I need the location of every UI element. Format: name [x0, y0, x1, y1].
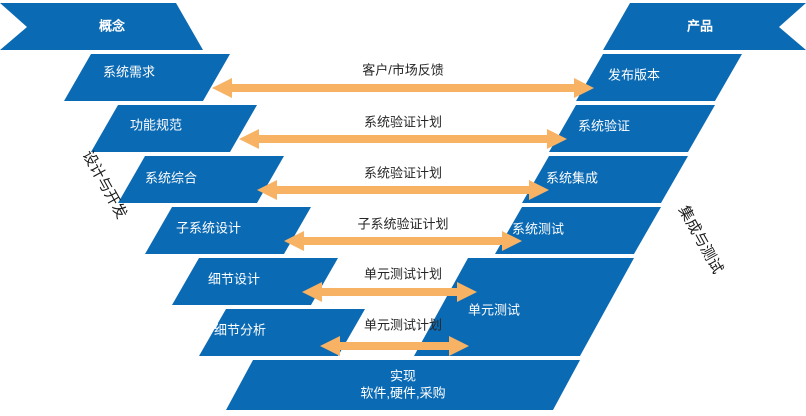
left-stage-3-label: 系统综合: [145, 170, 197, 185]
connector-arrow-4[interactable]: 子系统验证计划: [284, 216, 522, 251]
left-stage-5-shape: [172, 258, 338, 305]
bottom-implementation-band[interactable]: 实现 软件,硬件,采购: [226, 360, 580, 410]
side-label-right: 集成与测试: [675, 203, 726, 277]
right-stage-3-label: 系统集成: [546, 170, 598, 185]
right-stage-5-shape: [414, 258, 634, 356]
right-stage-2-label: 系统验证: [578, 118, 630, 133]
left-stage-2-label: 功能规范: [130, 117, 182, 132]
right-stage-1[interactable]: 发布版本: [576, 54, 742, 101]
connector-arrow-5-label: 单元测试计划: [364, 266, 442, 281]
connector-arrow-4-shape: [284, 231, 522, 251]
left-stage-3-shape: [118, 156, 284, 203]
connector-arrow-2-shape: [239, 129, 567, 149]
connector-arrow-1-shape: [212, 78, 594, 98]
connector-arrow-2-label: 系统验证计划: [364, 114, 442, 129]
connector-arrow-5[interactable]: 单元测试计划: [302, 266, 477, 302]
side-label-left: 设计与开发: [79, 148, 130, 222]
connector-arrow-3-label: 系统验证计划: [364, 165, 442, 180]
connector-arrow-1-label: 客户/市场反馈: [362, 62, 444, 77]
bottom-band-shape: [226, 360, 580, 410]
right-stage-5[interactable]: 单元测试: [414, 258, 634, 356]
connector-arrow-6-label: 单元测试计划: [364, 317, 442, 332]
left-stage-1[interactable]: 系统需求: [64, 54, 230, 101]
side-label-left-group: 设计与开发: [79, 148, 130, 222]
left-stage-5-label: 细节设计: [208, 271, 260, 286]
right-stage-5-label: 单元测试: [468, 302, 520, 317]
left-cap-shape: [0, 3, 203, 50]
right-stage-4[interactable]: 系统测试: [495, 207, 661, 254]
connector-arrow-4-label: 子系统验证计划: [357, 216, 448, 231]
left-stage-4[interactable]: 子系统设计: [145, 207, 311, 254]
connector-arrow-3[interactable]: 系统验证计划: [257, 165, 549, 200]
left-stage-4-label: 子系统设计: [176, 220, 241, 235]
left-cap-label: 概念: [99, 18, 125, 33]
right-stage-1-label: 发布版本: [608, 67, 660, 82]
bottom-band-line2: 软件,硬件,采购: [360, 385, 445, 400]
right-stage-4-shape: [495, 207, 661, 254]
connector-arrow-1[interactable]: 客户/市场反馈: [212, 62, 594, 98]
right-stage-4-label: 系统测试: [512, 221, 564, 236]
right-cap-label: 产品: [687, 18, 713, 33]
left-stage-1-shape: [64, 54, 230, 101]
right-stage-2-shape: [549, 105, 715, 152]
connector-arrow-6-shape: [320, 336, 469, 356]
connector-arrow-3-shape: [257, 180, 549, 200]
left-stage-2-shape: [91, 105, 257, 152]
left-stage-3[interactable]: 系统综合: [118, 156, 284, 203]
connector-arrow-2[interactable]: 系统验证计划: [239, 114, 567, 149]
side-label-right-group: 集成与测试: [675, 203, 726, 277]
left-cap-group[interactable]: 概念: [0, 3, 203, 50]
left-stage-6-label: 细节分析: [214, 322, 266, 337]
right-stage-3-shape: [522, 156, 688, 203]
connector-arrow-6[interactable]: 单元测试计划: [320, 317, 469, 356]
left-stage-1-label: 系统需求: [103, 64, 155, 79]
connector-arrow-5-shape: [302, 282, 477, 302]
right-stage-3[interactable]: 系统集成: [522, 156, 688, 203]
left-stage-5[interactable]: 细节设计: [172, 258, 338, 305]
right-stage-1-shape: [576, 54, 742, 101]
right-cap-group[interactable]: 产品: [603, 3, 806, 50]
right-stage-2[interactable]: 系统验证: [549, 105, 715, 152]
bottom-band-line1: 实现: [390, 368, 416, 383]
left-stage-2[interactable]: 功能规范: [91, 105, 257, 152]
right-cap-shape: [603, 3, 806, 50]
left-stage-4-shape: [145, 207, 311, 254]
